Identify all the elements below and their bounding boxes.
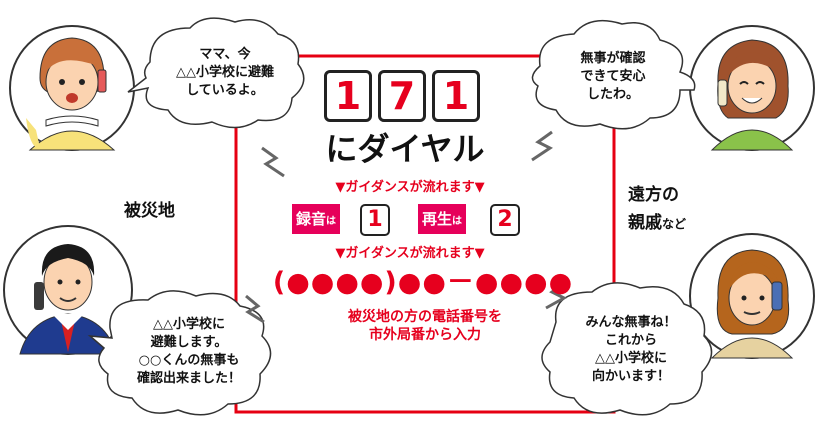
instruction-line-1: 被災地の方の電話番号を [348, 309, 502, 325]
girl-bubble [127, 17, 305, 129]
mother-bubble-line: できて安心 [580, 69, 646, 84]
mother-character-icon [710, 39, 794, 151]
phone-number-pattern: (●●●●)●●－●●●● [272, 267, 574, 298]
relative-bubble [541, 282, 713, 416]
play-tag: 再生は [418, 204, 467, 234]
central-frame [234, 54, 616, 414]
relatives-main: 親戚 [628, 213, 662, 233]
teacher-bubble-line: 確認出来ました！ [136, 371, 241, 386]
record-digit: 1 [360, 204, 390, 236]
dial-caption: にダイヤル [325, 130, 485, 168]
mother-bubble-line: 無事が確認 [580, 51, 646, 66]
signal-mark [531, 130, 553, 162]
girl-bubble-line: しているよ。 [186, 83, 264, 98]
relative-bubble-text: みんな無事ね！ これから △△小学校に 向かいます！ [556, 314, 706, 386]
guidance-line-1: ▼ガイダンスが流れます▼ [335, 180, 485, 195]
relative-bubble-line: △△小学校に [595, 351, 667, 366]
signal-mark [261, 146, 285, 178]
play-label: 再生 [422, 210, 453, 228]
relatives-label-line-2: 親戚など [628, 208, 686, 233]
signal-mark [545, 280, 568, 310]
dial-digit-3: 1 [432, 70, 480, 122]
teacher-bubble-line: 避難します。 [150, 335, 228, 350]
record-label: 録音 [296, 210, 327, 228]
teacher-bubble [87, 290, 272, 416]
girl-bubble-text: ママ、今 △△小学校に避難 しているよ。 [150, 46, 300, 100]
relative-bubble-line: みんな無事ね！ [585, 315, 677, 330]
signal-mark [245, 294, 265, 324]
teacher-bubble-line: ○○くんの無事も [138, 353, 240, 368]
teacher-bubble-line: △△小学校に [153, 317, 225, 332]
girl-bubble-line: △△小学校に避難 [176, 65, 274, 80]
record-particle: は [326, 216, 337, 227]
teacher-character-icon [19, 244, 117, 355]
record-tag: 録音は [292, 204, 341, 234]
relatives-suffix: など [662, 217, 687, 231]
play-digit: 2 [490, 204, 520, 236]
disaster-area-label: 被災地 [124, 201, 175, 221]
teacher-bubble-text: △△小学校に 避難します。 ○○くんの無事も 確認出来ました！ [114, 316, 264, 388]
relative-bubble-line: 向かいます！ [591, 369, 670, 384]
girl-character-icon [26, 37, 116, 151]
mother-bubble-line: したわ。 [586, 87, 639, 102]
guidance-line-2: ▼ガイダンスが流れます▼ [335, 246, 485, 261]
instruction-line-2: 市外局番から入力 [369, 327, 481, 343]
relative-character-icon [710, 249, 794, 359]
play-particle: は [452, 216, 463, 227]
dial-digit-2: 7 [378, 70, 426, 122]
dial-digit-1: 1 [324, 70, 372, 122]
relative-bubble-line: これから [604, 333, 657, 348]
mother-bubble [531, 19, 696, 130]
relatives-label-line-1: 遠方の [628, 185, 679, 205]
girl-bubble-line: ママ、今 [199, 47, 251, 62]
mother-bubble-text: 無事が確認 できて安心 したわ。 [548, 50, 678, 104]
